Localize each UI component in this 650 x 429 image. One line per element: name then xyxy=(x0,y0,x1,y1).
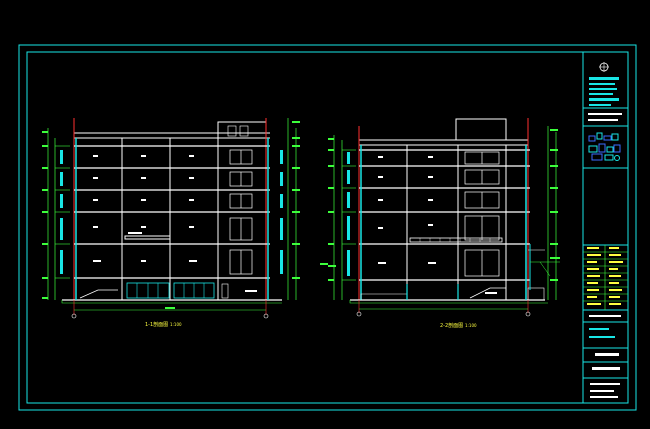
section-2-2-drawing xyxy=(320,118,560,317)
company-seal-icon xyxy=(599,62,609,72)
key-plan-icon xyxy=(588,132,621,161)
section-1-1-caption: 1-1剖面图 xyxy=(145,321,168,328)
section-2-2-caption: 2-2剖面图 xyxy=(440,322,463,329)
section-1-1-scale: 1:100 xyxy=(170,322,182,327)
title-block xyxy=(582,51,629,404)
sheet-frame xyxy=(18,44,637,411)
section-1-1-drawing xyxy=(42,118,300,319)
section-2-2-scale: 1:100 xyxy=(465,323,477,328)
